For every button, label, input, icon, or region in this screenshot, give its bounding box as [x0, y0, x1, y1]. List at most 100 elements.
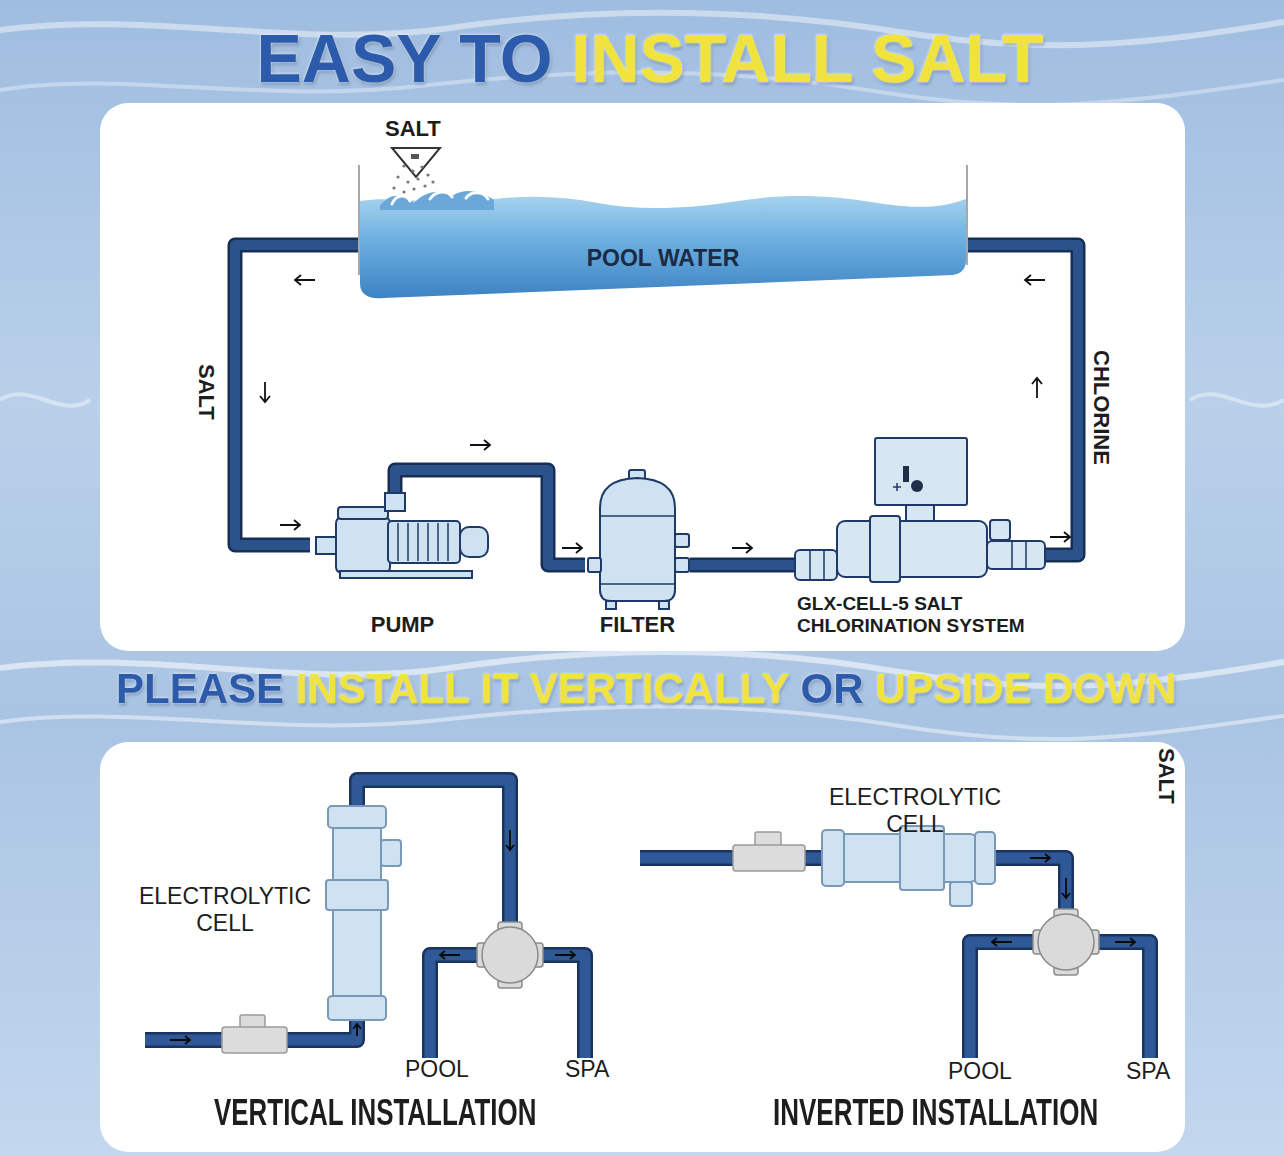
electrolytic-cell-illustration	[333, 822, 381, 1002]
outlet-label: POOL	[405, 1058, 469, 1081]
salt-shaker	[423, 184, 426, 187]
flow-arrow	[1030, 854, 1050, 862]
electrolytic-cell-illustration	[326, 880, 388, 910]
chlorinator-illustration	[990, 520, 1010, 540]
pump-illustration	[460, 527, 488, 557]
chlorinator-illustration	[810, 550, 824, 580]
flow-arrow	[1050, 532, 1070, 542]
pipe-connector	[690, 558, 795, 573]
water-ripples	[0, 706, 1284, 739]
chlorinator-illustration	[987, 541, 1045, 569]
outlet-label: SPA	[1126, 1060, 1170, 1083]
filter-illustration	[659, 601, 669, 609]
electrolytic-cell-illustration	[950, 882, 972, 906]
pump-unit: PUMP	[310, 500, 495, 640]
flow-arrow	[353, 1024, 361, 1036]
electrolytic-cell-illustration	[326, 806, 995, 1020]
three-way-valve	[482, 927, 538, 983]
flow-arrow	[470, 440, 490, 450]
salt-shaker	[392, 148, 440, 194]
filter-illustration	[600, 516, 675, 584]
electrolytic-cell-illustration	[975, 832, 995, 884]
water-splash	[380, 191, 494, 210]
water-ripples	[0, 394, 90, 406]
salt-shaker	[411, 169, 414, 172]
tee-fitting	[733, 845, 805, 871]
flow-arrow	[295, 275, 315, 285]
chlorinator-illustration	[906, 505, 934, 521]
pump-illustration	[316, 537, 338, 554]
tee-fitting	[222, 1027, 287, 1053]
electrolytic-cell: ELECTROLYTIC CELL	[125, 795, 395, 1025]
salt-shaker	[392, 186, 395, 189]
flow-arrow	[1115, 938, 1135, 946]
chlorinator-illustration	[870, 516, 900, 582]
section-caption: VERTICAL INSTALLATION	[214, 1094, 536, 1131]
node-label: GLX-CELL-5 SALT CHLORINATION SYSTEM	[797, 593, 1043, 637]
pump-illustration	[398, 523, 448, 561]
filter-illustration	[600, 478, 675, 601]
flow-arrow	[732, 543, 752, 553]
chlorinator-illustration	[875, 438, 967, 505]
filter-illustration	[588, 558, 601, 572]
filter-illustration	[588, 470, 689, 609]
outlet-label: POOL	[948, 1060, 1012, 1083]
page-title: EASY TO INSTALL SALT	[257, 24, 1044, 92]
flow-arrow	[992, 938, 1012, 946]
pool-water-tank: POOL WATER	[358, 165, 968, 300]
electrolytic-cell-illustration	[381, 840, 401, 866]
salt-shaker	[396, 175, 399, 178]
pump-illustration	[385, 493, 405, 511]
electrolytic-cell: ELECTROLYTIC CELL	[820, 782, 1010, 900]
salt-shaker	[420, 165, 423, 168]
node-label: PUMP	[310, 612, 495, 638]
pipe-connector	[235, 245, 358, 545]
node-label: ELECTROLYTIC CELL	[820, 784, 1010, 838]
chlorinator-illustration	[795, 438, 1045, 582]
salt-shaker	[402, 190, 405, 193]
flow-arrow	[440, 951, 460, 959]
pump-illustration	[316, 493, 488, 578]
water-ripples	[1190, 394, 1284, 406]
flow-arrow	[170, 1036, 190, 1044]
flow-arrow	[562, 543, 582, 553]
node-label: ELECTROLYTIC CELL	[125, 883, 325, 937]
salt-shaker	[431, 180, 434, 183]
flow-arrow	[260, 382, 270, 402]
flow-arrow	[280, 520, 300, 530]
electrolytic-cell-illustration	[328, 806, 386, 828]
salt-label: SALT	[385, 118, 441, 140]
salt-shaker	[412, 187, 415, 190]
three-way-valve	[477, 909, 1099, 988]
water-splash	[392, 192, 488, 204]
bottom-pipes	[145, 780, 1150, 1058]
three-way-valve	[1038, 914, 1094, 970]
electrolytic-cell-illustration	[328, 996, 386, 1020]
chlorinator-illustration	[837, 521, 987, 577]
flow-arrow	[1032, 378, 1042, 398]
flow-arrow	[170, 830, 1135, 1044]
pipe-connector	[235, 245, 358, 545]
section-caption: INVERTED INSTALLATION	[773, 1094, 1098, 1131]
filter-illustration	[675, 534, 689, 547]
pipe-connector	[968, 245, 1078, 555]
pump-illustration	[340, 571, 472, 578]
pipe-connector	[690, 543, 795, 565]
edge-label: SALT	[195, 364, 217, 420]
instruction-heading: PLEASE INSTALL IT VERTICALLY OR UPSIDE D…	[116, 668, 1176, 710]
salt-label: SALT	[1155, 748, 1177, 804]
chlorinator-illustration	[893, 483, 901, 491]
pool-outline	[359, 165, 967, 275]
chlorinator-illustration	[911, 480, 923, 492]
salt-shaker	[392, 148, 440, 177]
chlorinator-illustration	[795, 550, 837, 580]
node-label: FILTER	[565, 612, 710, 638]
salt-shaker	[426, 173, 429, 176]
pipe-connector	[968, 245, 1078, 555]
pool-outline	[358, 165, 968, 300]
salt-shaker	[411, 154, 419, 159]
